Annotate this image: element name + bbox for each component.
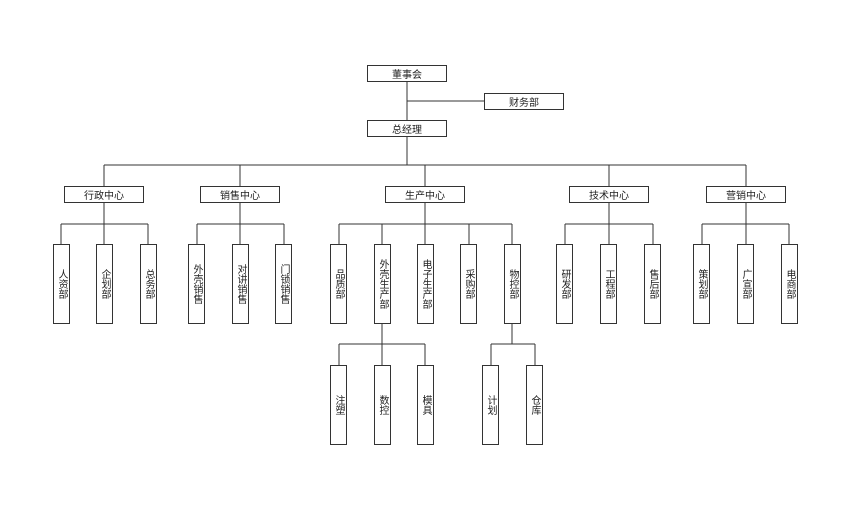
unit-cnc-label: 数控 <box>377 395 388 415</box>
center-tech-label: 技术中心 <box>589 191 629 202</box>
dept-advertising-label: 广宣部 <box>740 269 751 299</box>
unit-warehouse-box: 仓库 <box>526 365 543 445</box>
board-label: 董事会 <box>392 70 422 81</box>
unit-injection-molding-label: 注塑 <box>333 395 344 415</box>
center-admin-label: 行政中心 <box>84 191 124 202</box>
unit-injection-molding-box: 注塑 <box>330 365 347 445</box>
dept-strategy-box: 策划部 <box>693 244 710 324</box>
dept-strategy-label: 策划部 <box>696 269 707 299</box>
finance-box: 财务部 <box>484 93 564 110</box>
dept-rnd-label: 研发部 <box>559 269 570 299</box>
dept-general-affairs-box: 总务部 <box>140 244 157 324</box>
dept-lock-sales-box: 门锁销售 <box>275 244 292 324</box>
unit-mold-label: 模具 <box>420 395 431 415</box>
dept-purchasing-label: 采购部 <box>463 269 474 299</box>
dept-electronic-production-box: 电子生产部 <box>417 244 434 324</box>
dept-general-affairs-label: 总务部 <box>143 269 154 299</box>
dept-planning-label: 企划部 <box>99 269 110 299</box>
dept-engineering-label: 工程部 <box>603 269 614 299</box>
dept-material-control-label: 物控部 <box>507 269 518 299</box>
unit-cnc-box: 数控 <box>374 365 391 445</box>
dept-planning-box: 企划部 <box>96 244 113 324</box>
board-box: 董事会 <box>367 65 447 82</box>
dept-shell-production-label: 外壳生产部 <box>377 259 388 309</box>
dept-advertising-box: 广宣部 <box>737 244 754 324</box>
dept-ecommerce-label: 电商部 <box>784 269 795 299</box>
unit-mold-box: 模具 <box>417 365 434 445</box>
dept-material-control-box: 物控部 <box>504 244 521 324</box>
dept-electronic-production-label: 电子生产部 <box>420 259 431 309</box>
unit-planning-label: 计划 <box>485 395 496 415</box>
gm-label: 总经理 <box>392 125 422 136</box>
dept-shell-production-box: 外壳生产部 <box>374 244 391 324</box>
dept-lock-sales-label: 门锁销售 <box>278 264 289 304</box>
center-marketing-label: 营销中心 <box>726 191 766 202</box>
finance-label: 财务部 <box>509 98 539 109</box>
unit-planning-box: 计划 <box>482 365 499 445</box>
dept-after-sales-box: 售后部 <box>644 244 661 324</box>
dept-shell-sales-label: 外壳销售 <box>191 264 202 304</box>
gm-box: 总经理 <box>367 120 447 137</box>
center-production-box: 生产中心 <box>385 186 465 203</box>
dept-intercom-sales-box: 对讲销售 <box>232 244 249 324</box>
dept-hr-box: 人资部 <box>53 244 70 324</box>
dept-hr-label: 人资部 <box>56 269 67 299</box>
center-admin-box: 行政中心 <box>64 186 144 203</box>
dept-ecommerce-box: 电商部 <box>781 244 798 324</box>
center-tech-box: 技术中心 <box>569 186 649 203</box>
dept-quality-label: 品质部 <box>333 269 344 299</box>
center-marketing-box: 营销中心 <box>706 186 786 203</box>
dept-purchasing-box: 采购部 <box>460 244 477 324</box>
unit-warehouse-label: 仓库 <box>529 395 540 415</box>
dept-after-sales-label: 售后部 <box>647 269 658 299</box>
dept-engineering-box: 工程部 <box>600 244 617 324</box>
dept-intercom-sales-label: 对讲销售 <box>235 264 246 304</box>
dept-quality-box: 品质部 <box>330 244 347 324</box>
center-production-label: 生产中心 <box>405 191 445 202</box>
center-sales-box: 销售中心 <box>200 186 280 203</box>
dept-shell-sales-box: 外壳销售 <box>188 244 205 324</box>
dept-rnd-box: 研发部 <box>556 244 573 324</box>
center-sales-label: 销售中心 <box>220 191 260 202</box>
